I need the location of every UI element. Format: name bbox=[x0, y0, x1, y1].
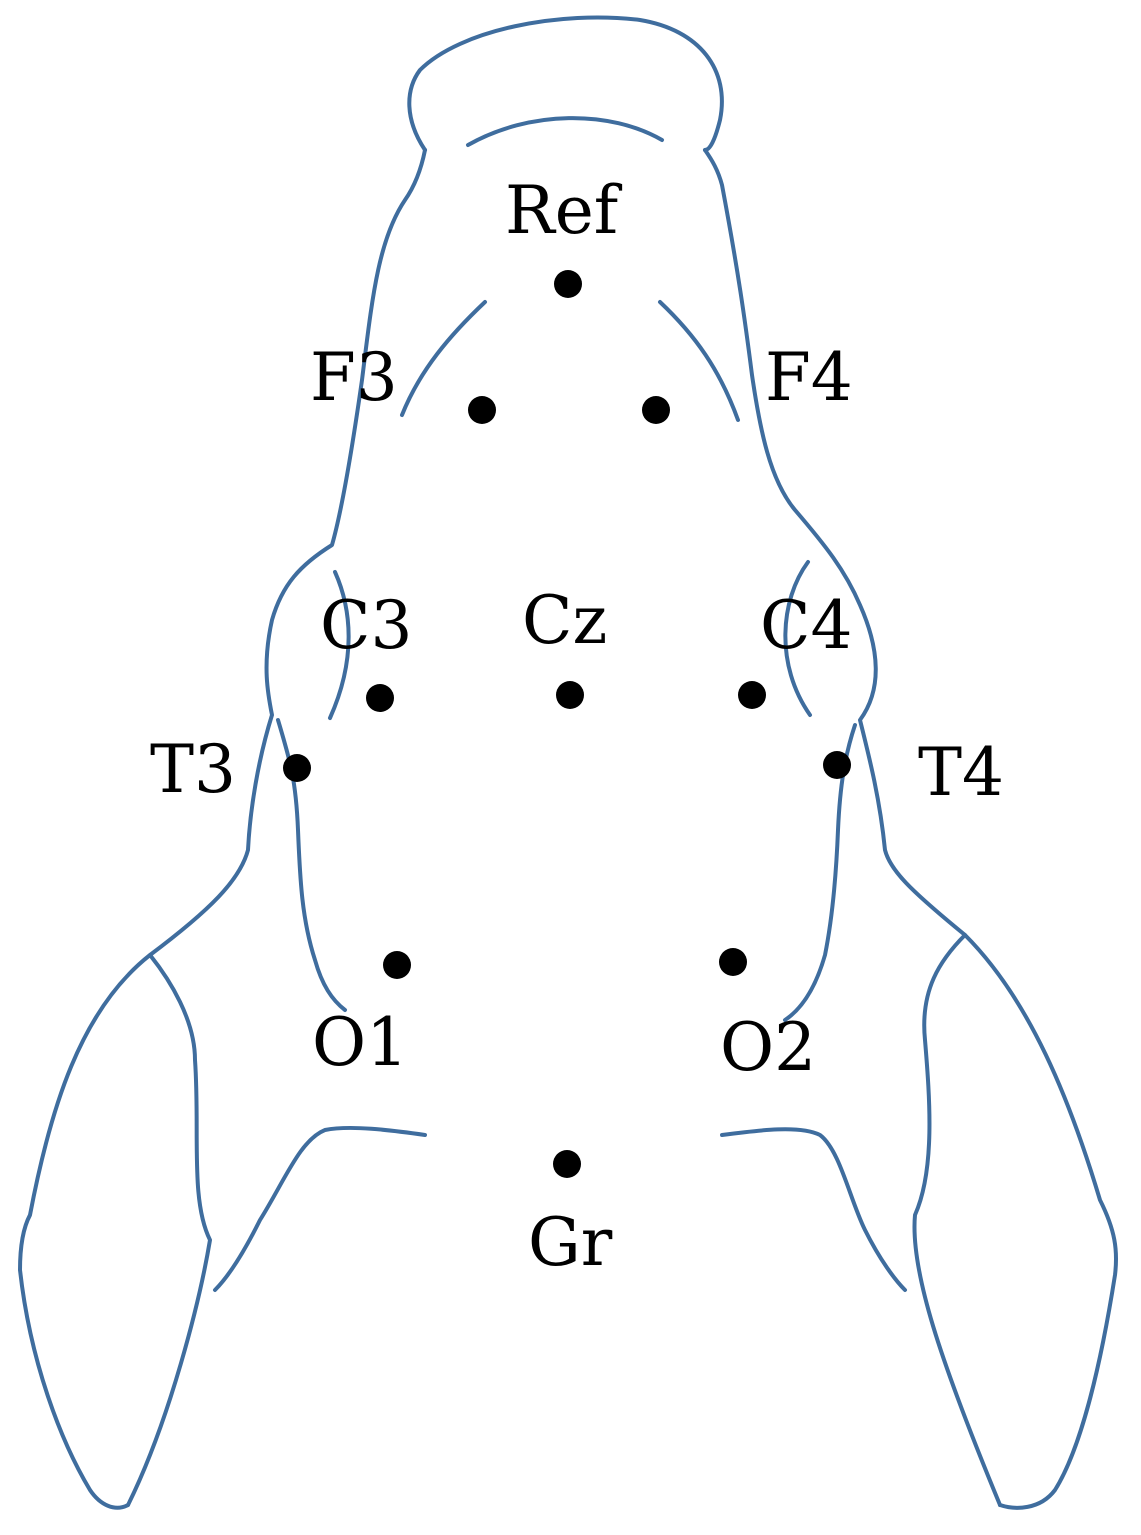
electrode-c3-dot bbox=[366, 684, 394, 712]
right-frontal-arc bbox=[658, 300, 740, 422]
electrode-gr-dot bbox=[553, 1150, 581, 1178]
electrode-f4-dot bbox=[642, 396, 670, 424]
label-c4: C4 bbox=[760, 587, 853, 664]
electrode-t4-dot bbox=[823, 751, 851, 779]
snout-top-outline bbox=[407, 15, 724, 152]
label-f4: F4 bbox=[765, 339, 853, 416]
snout-inner-arc bbox=[466, 116, 664, 147]
label-t3: T3 bbox=[150, 731, 236, 808]
electrode-c4-dot bbox=[738, 681, 766, 709]
left-jaw-outline bbox=[213, 1125, 427, 1292]
right-central-arc bbox=[783, 560, 812, 717]
right-cheek-outline bbox=[912, 933, 1002, 1507]
electrode-o1-dot bbox=[383, 951, 411, 979]
electrode-f3-dot bbox=[468, 396, 496, 424]
left-cheek-outline bbox=[126, 953, 212, 1507]
electrode-t3-dot bbox=[283, 754, 311, 782]
label-t4: T4 bbox=[918, 734, 1004, 811]
label-o1: O1 bbox=[312, 1004, 408, 1081]
label-ref: Ref bbox=[505, 172, 623, 249]
left-central-arc bbox=[328, 570, 351, 720]
skull-left-outline bbox=[18, 148, 427, 1510]
label-cz: Cz bbox=[522, 582, 607, 659]
label-gr: Gr bbox=[528, 1204, 613, 1281]
electrode-o2-dot bbox=[719, 948, 747, 976]
right-jaw-outline bbox=[720, 1127, 907, 1292]
skull-right-outline bbox=[703, 148, 1119, 1510]
label-f3: F3 bbox=[310, 339, 398, 416]
electrode-cz-dot bbox=[556, 681, 584, 709]
label-o2: O2 bbox=[720, 1009, 816, 1086]
electrode-ref-dot bbox=[554, 270, 582, 298]
label-c3: C3 bbox=[320, 587, 413, 664]
left-frontal-arc bbox=[400, 300, 487, 417]
